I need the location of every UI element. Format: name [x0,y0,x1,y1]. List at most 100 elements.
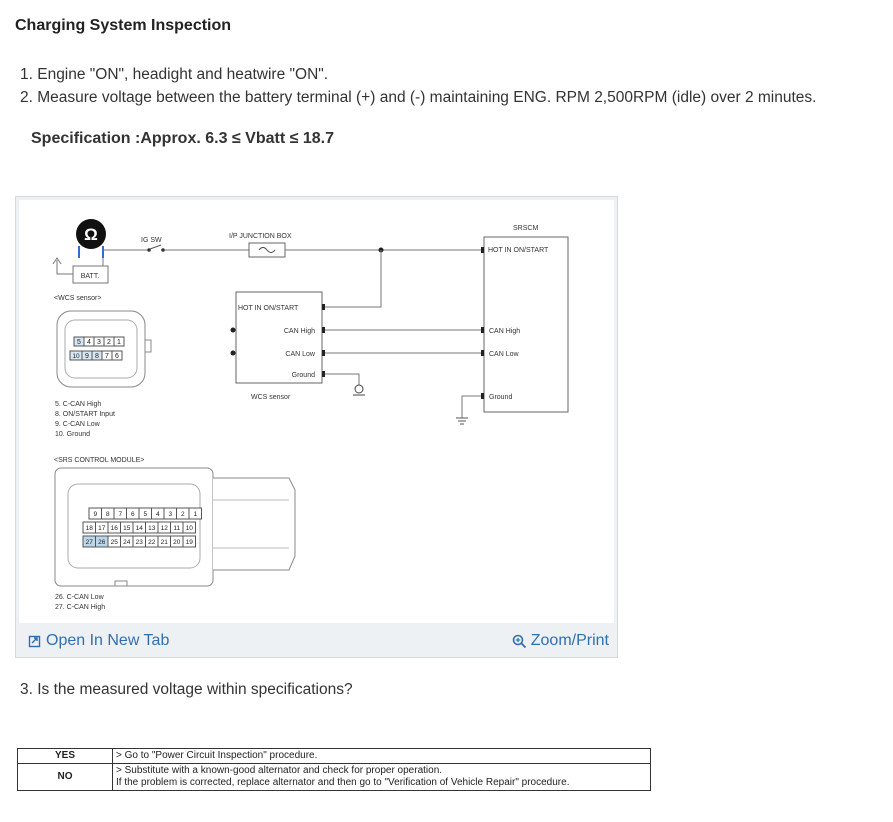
srscm-title: SRSCM [513,225,538,232]
pin-number: 9 [93,511,97,518]
pin-number: 13 [148,525,156,532]
splice-dot [230,327,236,333]
pin-number: 14 [136,525,144,532]
wcs-sensor-box [235,291,323,384]
ohm-symbol: Ω [84,225,98,244]
pin-mark [481,327,484,333]
pin-cell [182,535,196,548]
wcs-pin-can-high: CAN High [284,328,315,335]
pin-number: 18 [86,525,94,532]
connector-latch [114,580,128,587]
pin-number: 3 [168,511,172,518]
srscm-box [483,236,569,413]
pin-number: 12 [161,525,169,532]
pin-number: 4 [87,339,91,346]
wcs-legend-line: 8. ON/START Input [55,411,115,418]
pin-number: 11 [173,525,180,532]
switch-contact [147,248,151,252]
fuse-icon [258,247,276,253]
open-new-tab-icon [28,635,41,648]
pin-number: 22 [148,539,156,546]
srs-connector-heading: <SRS CONTROL MODULE> [54,457,144,464]
srscm-pin-hot: HOT IN ON/START [488,247,549,254]
srscm-pin-ground: Ground [489,394,512,401]
pin-number: 8 [95,353,99,360]
junction-box-label: I/P JUNCTION BOX [229,233,292,240]
decision-action: > Go to "Power Circuit Inspection" proce… [112,748,651,764]
pin-mark [481,247,484,253]
decision-line: > Go to "Power Circuit Inspection" proce… [116,750,318,761]
figure-frame: Ω BATT. IG SW I/P JUNCTION BOX SRSCM [15,196,618,658]
decision-action: > Substitute with a known-good alternato… [112,763,651,791]
decision-key: NO [17,763,113,791]
pin-number: 2 [107,339,111,346]
pin-cell [111,350,123,361]
wiring-diagram-svg: Ω BATT. IG SW I/P JUNCTION BOX SRSCM [52,219,569,611]
wcs-connector-heading: <WCS sensor> [54,295,101,302]
pin-mark [481,393,484,399]
table-row: NO > Substitute with a known-good altern… [17,763,651,791]
pin-number: 24 [123,539,131,546]
connector-latch [144,339,152,353]
pin-cell [182,521,196,534]
pin-number: 9 [85,353,89,360]
srscm-pin-can-high: CAN High [489,328,520,335]
pin-number: 16 [111,525,119,532]
pin-number: 7 [118,511,122,518]
magnifier-icon [512,634,526,648]
step-2: 2. Measure voltage between the battery t… [20,89,817,106]
pin-number: 4 [156,511,160,518]
splice-dot [230,350,236,356]
step-1: 1. Engine "ON", headight and heatwire "O… [20,66,329,83]
srscm-pin-can-low: CAN Low [489,351,520,358]
wire [325,373,360,385]
decision-table: YES > Go to "Power Circuit Inspection" p… [17,748,651,791]
srs-legend-line: 26. C-CAN Low [55,594,105,601]
step-list: 1. Engine "ON", headight and heatwire "O… [20,63,816,109]
pin-number: 3 [97,339,101,346]
specification: Specification :Approx. 6.3 ≤ Vbatt ≤ 18.… [31,130,334,147]
pin-number: 7 [105,353,109,360]
wcs-legend-line: 10. Ground [55,431,90,438]
wcs-pin-row-top: 5 4 3 2 1 [73,336,125,347]
pin-cell [188,507,202,520]
ig-switch-label: IG SW [141,237,162,244]
wcs-legend-line: 9. C-CAN Low [55,421,101,428]
open-in-new-tab-link[interactable]: Open In New Tab [28,632,169,650]
ground-symbol-icon [354,384,364,394]
wcs-sensor-label: WCS sensor [251,394,291,401]
table-row: YES > Go to "Power Circuit Inspection" p… [17,748,651,764]
decision-line: If the problem is corrected, replace alt… [116,777,570,788]
decision-key: YES [17,748,113,764]
pin-number: 25 [111,539,119,546]
wire [461,395,481,418]
pin-number: 2 [181,511,185,518]
pin-number: 10 [72,353,80,360]
switch-contact [161,248,165,252]
zoom-print-link[interactable]: Zoom/Print [512,632,609,650]
step-3: 3. Is the measured voltage within specif… [20,681,353,698]
pin-number: 5 [143,511,147,518]
pin-number: 10 [186,525,194,532]
pin-number: 6 [131,511,135,518]
pin-number: 23 [136,539,144,546]
wiring-diagram: Ω BATT. IG SW I/P JUNCTION BOX SRSCM [19,200,614,623]
pin-number: 1 [117,339,121,346]
pin-number: 20 [173,539,181,546]
page-title: Charging System Inspection [15,17,232,34]
zoom-print-label: Zoom/Print [530,632,609,649]
pin-number: 21 [161,539,169,546]
pin-number: 19 [186,539,194,546]
pin-mark [322,350,325,356]
pin-mark [322,327,325,333]
pin-number: 6 [115,353,119,360]
ohmmeter-icon [76,219,106,249]
wire [325,250,382,308]
pin-number: 8 [106,511,110,518]
pin-number: 17 [98,525,106,532]
srs-legend-line: 27. C-CAN High [55,604,105,611]
wcs-connector-inner [64,319,138,379]
wcs-legend-line: 5. C-CAN High [55,401,101,408]
pin-cell [113,336,125,347]
